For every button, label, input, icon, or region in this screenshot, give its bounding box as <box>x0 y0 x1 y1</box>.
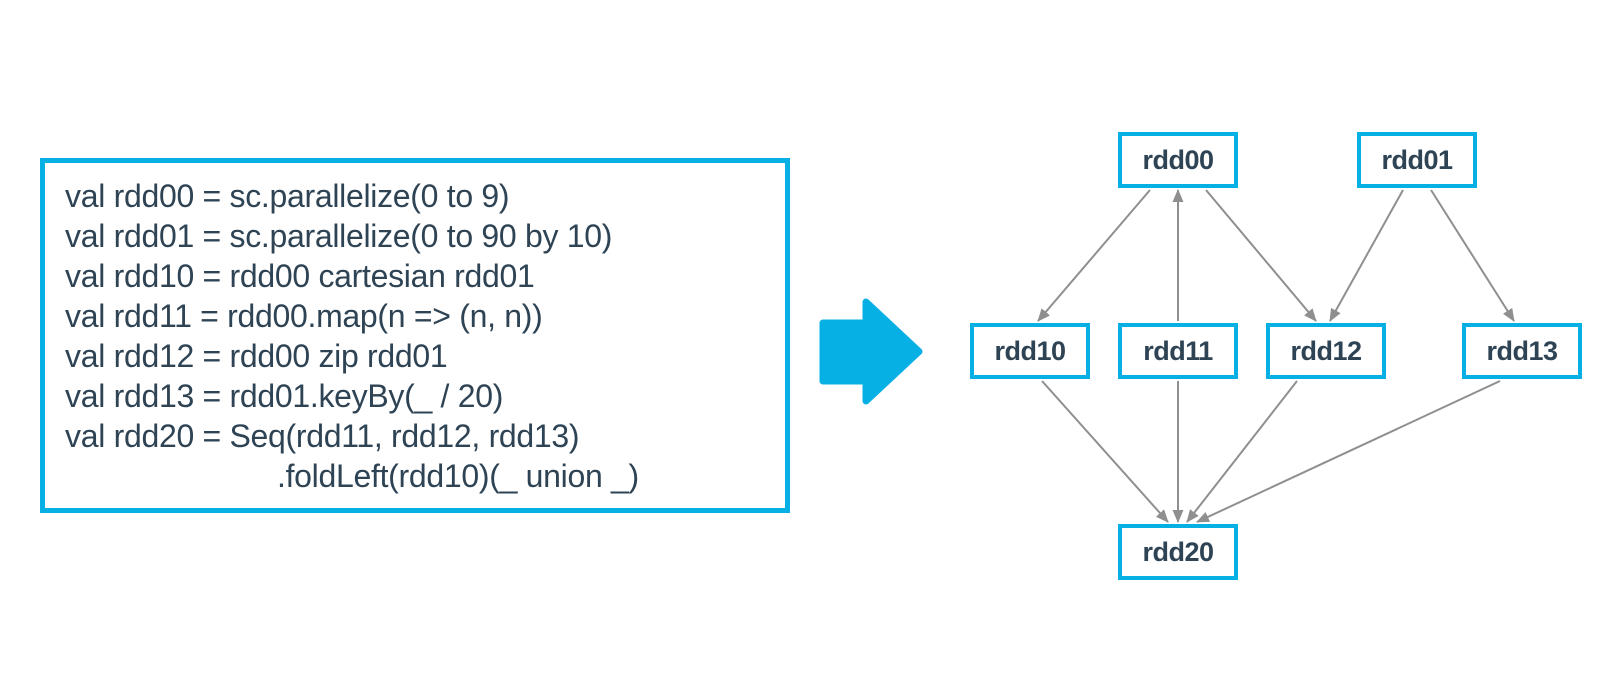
dag-edge-rdd10-rdd20 <box>1041 380 1169 523</box>
dag-edge-rdd00-rdd12 <box>1205 189 1317 322</box>
dag-edge-rdd00-rdd10 <box>1037 189 1151 322</box>
code-line: val rdd20 = Seq(rdd11, rdd12, rdd13) <box>65 418 580 454</box>
code-line: val rdd01 = sc.parallelize(0 to 90 by 10… <box>65 218 613 254</box>
code-line: val rdd11 = rdd00.map(n => (n, n)) <box>65 298 543 334</box>
code-line: val rdd00 = sc.parallelize(0 to 9) <box>65 178 510 214</box>
code-line: val rdd12 = rdd00 zip rdd01 <box>65 338 448 374</box>
code-line: .foldLeft(rdd10)(_ union _) <box>277 458 639 494</box>
code-line: val rdd13 = rdd01.keyBy(_ / 20) <box>65 378 504 414</box>
dag-node-rdd01: rdd01 <box>1357 132 1477 188</box>
dag-node-rdd20: rdd20 <box>1118 524 1238 580</box>
code-line: val rdd10 = rdd00 cartesian rdd01 <box>65 258 535 294</box>
dag-node-rdd13: rdd13 <box>1462 323 1582 379</box>
dag-node-rdd11: rdd11 <box>1118 323 1238 379</box>
dag-edge-rdd01-rdd12 <box>1329 189 1404 322</box>
dag-edge-rdd13-rdd20 <box>1196 380 1501 523</box>
dag-node-rdd12: rdd12 <box>1266 323 1386 379</box>
dag-edge-rdd12-rdd20 <box>1186 380 1298 523</box>
dag-node-rdd00: rdd00 <box>1118 132 1238 188</box>
dag-node-rdd10: rdd10 <box>970 323 1090 379</box>
dag-edge-rdd01-rdd13 <box>1430 189 1515 322</box>
code-panel: val rdd00 = sc.parallelize(0 to 9) val r… <box>40 158 790 513</box>
